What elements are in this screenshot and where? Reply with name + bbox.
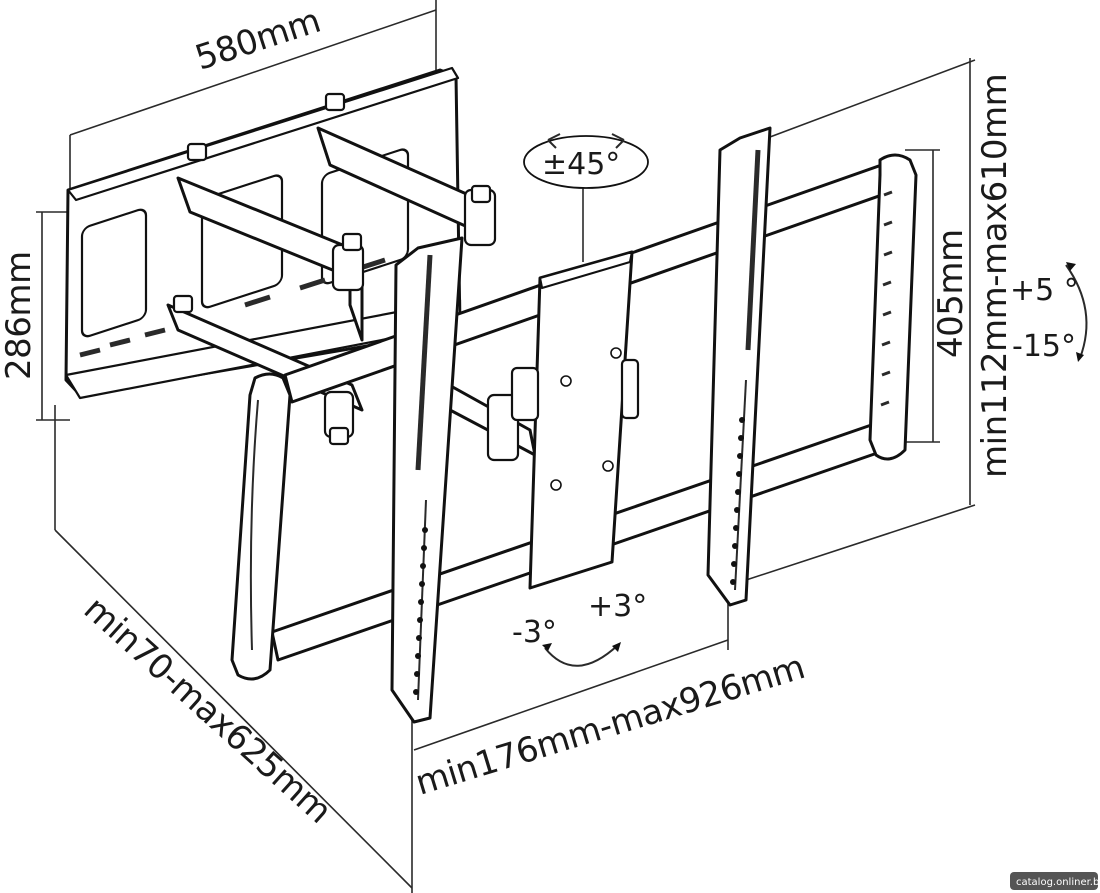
tilt-arrow — [1065, 262, 1088, 362]
label-tilt-up: +5 ° — [1010, 273, 1079, 308]
end-cap-notches — [880, 190, 893, 407]
left-end-cap — [230, 372, 292, 681]
center-plate — [510, 250, 640, 590]
watermark: catalog.onliner.by — [1010, 872, 1100, 890]
label-panel-height: 405mm — [931, 229, 971, 358]
plate-dashes — [79, 257, 386, 358]
dimension-lines — [36, 0, 976, 893]
label-580mm: 580mm — [190, 1, 325, 79]
left-vertical-bracket — [390, 236, 464, 724]
label-286mm: 286mm — [0, 251, 39, 380]
label-rotate-right: +3° — [588, 589, 647, 624]
label-horizontal-span: min176mm-max926mm — [411, 647, 809, 803]
swivel-badge — [523, 133, 649, 189]
label-vertical-span: min112mm-max610mm — [975, 74, 1015, 478]
label-swivel: ±45° — [542, 147, 620, 182]
right-end-cap — [868, 153, 918, 461]
right-bracket-holes — [730, 417, 745, 585]
rotation-arrow — [542, 642, 621, 667]
left-bracket-holes — [413, 527, 428, 695]
watermark-text: catalog.onliner.by — [1016, 877, 1100, 888]
bolt-heads — [172, 92, 492, 446]
right-vertical-bracket — [706, 126, 772, 607]
label-tilt-down: -15° — [1012, 329, 1076, 364]
label-rotate-left: -3° — [512, 615, 557, 650]
